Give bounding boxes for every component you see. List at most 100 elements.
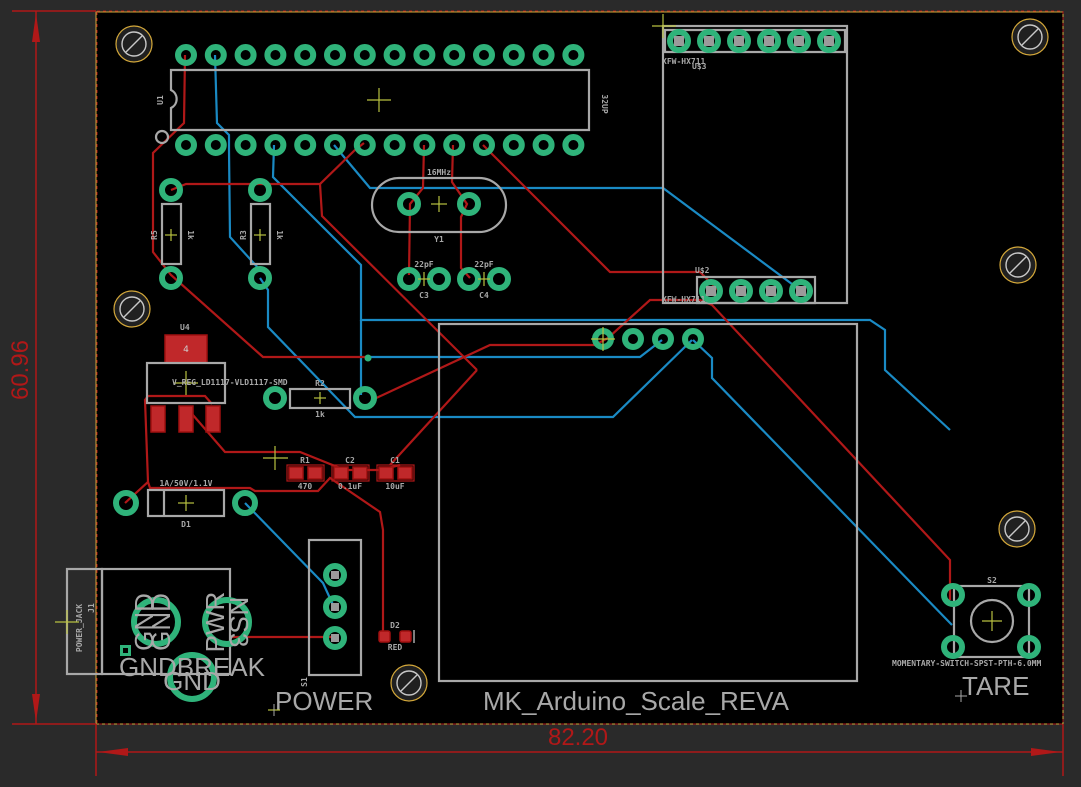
pad[interactable]	[204, 134, 227, 156]
pad[interactable]	[324, 134, 346, 156]
pad[interactable]	[204, 44, 227, 66]
pad-drill	[674, 36, 684, 46]
r1-name: R1	[300, 456, 310, 465]
pad[interactable]	[787, 29, 811, 53]
dimension-height: 60.96	[7, 10, 96, 725]
pad-drill	[704, 36, 714, 46]
c1-value: 10uF	[385, 482, 404, 491]
mounting-hole[interactable]	[998, 510, 1036, 548]
d1-value: 1A/50V/1.1V	[160, 479, 213, 488]
pad[interactable]	[294, 134, 317, 156]
d2-name: D2	[390, 621, 400, 630]
hx711-bot-name: U$2	[695, 266, 710, 275]
capacitor-c1[interactable]: C1 10uF	[376, 456, 415, 491]
pad[interactable]	[443, 44, 466, 66]
pad[interactable]	[383, 44, 406, 66]
crystal-value: 16MHz	[427, 168, 451, 177]
dimension-width-label: 82.20	[548, 724, 608, 751]
pad[interactable]	[727, 29, 751, 53]
via[interactable]	[364, 354, 372, 362]
pad[interactable]	[697, 29, 721, 53]
switch-value: MOMENTARY-SWITCH-SPST-PTH-6.0MM	[892, 659, 1041, 668]
pad[interactable]	[532, 134, 555, 156]
pad-drill	[766, 286, 776, 296]
pad[interactable]	[324, 44, 346, 66]
pad[interactable]	[443, 134, 466, 156]
power-label: POWER	[275, 686, 373, 716]
d1-name: D1	[181, 520, 191, 529]
dimension-width: 82.20	[95, 724, 1064, 776]
crystal-name: Y1	[434, 235, 444, 244]
mounting-hole[interactable]	[999, 246, 1037, 284]
u1-atmega328p[interactable]: U1 32UP	[154, 44, 609, 156]
pad[interactable]	[817, 29, 841, 53]
pad[interactable]	[562, 44, 585, 66]
r2-value: 1k	[315, 410, 325, 419]
hx711-bot-value: XFW-HX711	[662, 295, 706, 304]
resistor-r5[interactable]: R5 1k	[150, 178, 195, 290]
pad[interactable]	[502, 134, 525, 156]
pad[interactable]	[729, 279, 753, 303]
pad[interactable]	[413, 44, 436, 66]
resistor-r1[interactable]: R1 470	[286, 456, 325, 491]
pad[interactable]	[383, 134, 406, 156]
c2-value: 0.1uF	[338, 482, 362, 491]
tare-switch-s2[interactable]: S2 MOMENTARY-SWITCH-SPST-PTH-6.0MM	[892, 576, 1041, 668]
hx711-header-bottom[interactable]: U$2 XFW-HX711	[662, 266, 817, 305]
hx711-module-top[interactable]: XFW-HX711 U$3	[652, 14, 849, 305]
pad[interactable]	[757, 29, 781, 53]
pad[interactable]	[175, 134, 197, 156]
pad-drill	[734, 36, 744, 46]
dimension-frame	[96, 10, 1064, 725]
pad[interactable]	[264, 44, 287, 66]
pad-drill	[706, 286, 716, 296]
tare-label: TARE	[962, 671, 1029, 701]
pad-drill	[794, 36, 804, 46]
mounting-hole[interactable]	[1011, 18, 1049, 56]
pad[interactable]	[473, 44, 495, 66]
pad[interactable]	[413, 134, 436, 156]
mounting-hole[interactable]	[390, 664, 428, 702]
crystal-y1[interactable]: 16MHz Y1	[370, 168, 508, 244]
pad-drill	[796, 286, 806, 296]
voltage-regulator-u4[interactable]: 4 U4 V_REG_LD1117-VLD1117-SMD	[145, 323, 288, 433]
power-jack-j1[interactable]: GND GND PWR NS3 GNDBREAK GND POWER_JACK …	[55, 567, 266, 702]
pad[interactable]	[353, 44, 376, 66]
c4-value: 22pF	[474, 260, 493, 269]
pad[interactable]	[175, 44, 197, 66]
capacitor-c2[interactable]: C2 0.1uF	[331, 456, 370, 491]
pad[interactable]	[502, 44, 525, 66]
jack-value: POWER_JACK	[75, 604, 84, 652]
jack-gndbreak-label: GNDBREAK	[119, 652, 266, 682]
pad[interactable]	[294, 44, 317, 66]
jack-ns3-label: NS3	[224, 597, 254, 648]
capacitor-c3[interactable]: 22pF C3	[397, 260, 451, 300]
pad[interactable]	[264, 134, 287, 156]
c2-name: C2	[345, 456, 355, 465]
pad[interactable]	[562, 134, 585, 156]
resistor-r2[interactable]: R2 1k	[263, 379, 377, 419]
resistor-r3[interactable]: R3 1k	[239, 178, 284, 290]
diode-d1[interactable]: 1A/50V/1.1V D1	[113, 479, 258, 529]
pad[interactable]	[234, 44, 257, 66]
pad[interactable]	[234, 134, 257, 156]
bottom-copper-traces	[213, 54, 953, 626]
pad[interactable]	[789, 279, 813, 303]
power-switch-s1[interactable]: S1	[300, 538, 363, 687]
mounting-hole[interactable]	[113, 290, 151, 328]
pad[interactable]	[759, 279, 783, 303]
pad[interactable]	[699, 279, 723, 303]
display-footprint[interactable]	[437, 322, 859, 683]
jack-pwr-label: PWR	[200, 592, 230, 653]
jack-name: J1	[87, 603, 96, 613]
led-d2[interactable]: D2 RED	[378, 621, 415, 652]
capacitor-c4[interactable]: 22pF C4	[457, 260, 511, 300]
c1-name: C1	[390, 456, 400, 465]
pad[interactable]	[473, 134, 495, 156]
regulator-name: U4	[180, 323, 190, 332]
pad[interactable]	[667, 29, 691, 53]
mounting-hole[interactable]	[115, 25, 153, 63]
pad[interactable]	[532, 44, 555, 66]
pad[interactable]	[353, 134, 376, 156]
